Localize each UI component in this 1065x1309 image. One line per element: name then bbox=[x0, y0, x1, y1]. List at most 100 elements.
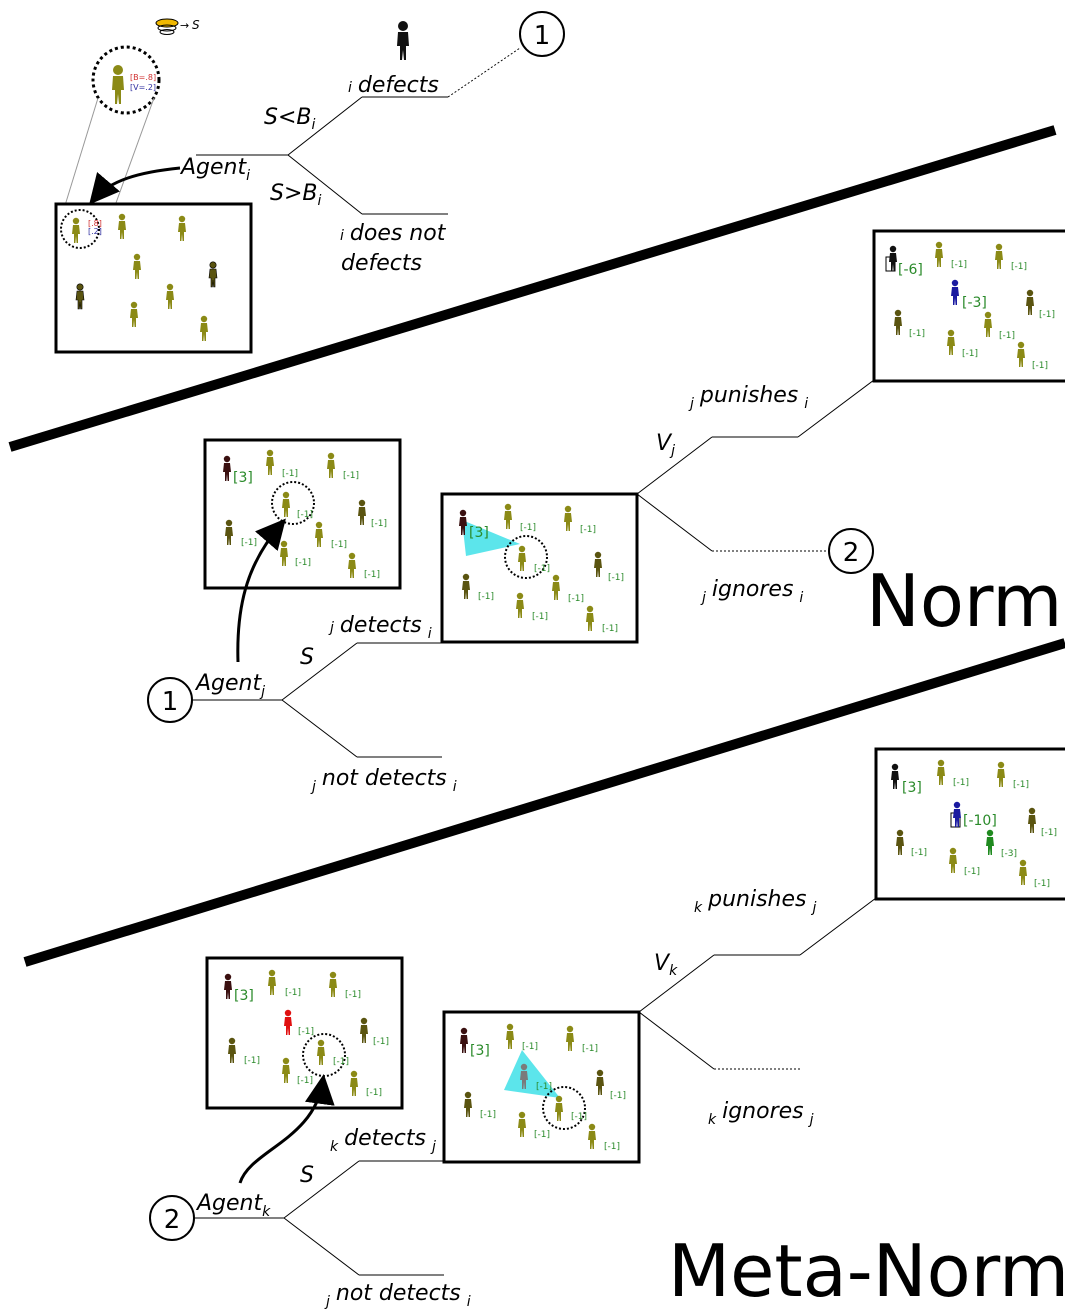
svg-text:[-1]: [-1] bbox=[343, 471, 359, 481]
seed-icon: → S bbox=[155, 18, 200, 35]
norm-c-punisher-score: [-3] bbox=[962, 295, 987, 311]
svg-text:→: → bbox=[180, 19, 189, 32]
meta-cond-v: Vk bbox=[654, 951, 678, 979]
svg-text:[-1]: [-1] bbox=[1041, 828, 1057, 838]
meta-e-scores: [-1] [-1] [-1] [-1] [-1] [-1] [-1] [-1] bbox=[480, 1042, 626, 1152]
norm-b-scores: [-1] [-1] [-1] [-1] [-1] [-1] [-1] [-1] bbox=[478, 523, 624, 634]
norm-arrow bbox=[236, 518, 286, 663]
meta-f-scores: [-1] [-1] [-1] [-1] [-3] [-1] [-1] bbox=[911, 778, 1057, 889]
not-defects-label-2: defects bbox=[341, 251, 422, 276]
svg-text:[-1]: [-1] bbox=[1011, 262, 1027, 272]
cond-lt: S<Bi bbox=[264, 105, 316, 133]
norm-tree bbox=[192, 379, 875, 758]
norm-c-scores: [-1] [-1] [-1] [-1] [-1] [-1] [-1] bbox=[909, 260, 1055, 371]
node-2-norm bbox=[828, 528, 874, 574]
svg-text:[-1]: [-1] bbox=[366, 1088, 382, 1098]
svg-text:[-1]: [-1] bbox=[333, 1057, 349, 1067]
defector-icon bbox=[397, 21, 409, 60]
norm-vision-cone bbox=[462, 520, 520, 556]
svg-text:[-1]: [-1] bbox=[297, 510, 313, 520]
svg-text:[-1]: [-1] bbox=[953, 778, 969, 788]
meta-box-initial bbox=[205, 956, 404, 1110]
svg-text:[-1]: [-1] bbox=[568, 594, 584, 604]
svg-text:[-1]: [-1] bbox=[580, 525, 596, 535]
svg-text:[-1]: [-1] bbox=[582, 1044, 598, 1054]
zoom-circle bbox=[91, 45, 161, 115]
meta-box-punish bbox=[874, 747, 1065, 901]
node-2-norm-label: 2 bbox=[843, 538, 860, 568]
top-focus-circle bbox=[60, 209, 100, 249]
norm-a-focus bbox=[271, 481, 315, 525]
svg-text:[-1]: [-1] bbox=[536, 1082, 552, 1092]
svg-text:[-1]: [-1] bbox=[241, 538, 257, 548]
norm-c-defector-score: [-6] bbox=[898, 262, 923, 278]
svg-text:[-1]: [-1] bbox=[604, 1142, 620, 1152]
svg-text:[-1]: [-1] bbox=[285, 988, 301, 998]
svg-text:[-1]: [-1] bbox=[610, 1091, 626, 1101]
norm-b-focus bbox=[504, 535, 548, 579]
top-arrow bbox=[89, 166, 181, 205]
svg-text:[-1]: [-1] bbox=[911, 848, 927, 858]
svg-text:[-1]: [-1] bbox=[951, 260, 967, 270]
norm-box-detect bbox=[440, 492, 639, 644]
separator-bottom bbox=[23, 638, 1065, 967]
svg-text:[-1]: [-1] bbox=[1013, 780, 1029, 790]
zoom-vengefulness: [V=.2] bbox=[130, 83, 156, 92]
meta-norm-title: Meta-Norm bbox=[668, 1229, 1065, 1309]
svg-text:[-1]: [-1] bbox=[602, 624, 618, 634]
agent-k-label: Agentk bbox=[195, 1191, 271, 1220]
svg-text:[-1]: [-1] bbox=[964, 867, 980, 877]
norm-cond-v: Vj bbox=[656, 431, 675, 459]
norm-a-scores: [-1] [-1] [-1] [-1] [-1] [-1] [-1] [-1] bbox=[241, 469, 387, 580]
node-1-norm-label: 1 bbox=[162, 687, 179, 717]
norm-title: Norm bbox=[866, 559, 1062, 643]
svg-text:[-1]: [-1] bbox=[534, 564, 550, 574]
svg-text:[-1]: [-1] bbox=[999, 331, 1015, 341]
norm-cond-s: S bbox=[300, 645, 314, 670]
svg-text:[-1]: [-1] bbox=[534, 1130, 550, 1140]
top-tree bbox=[196, 47, 521, 215]
norm-b-score: [3] bbox=[469, 525, 489, 541]
svg-text:[-1]: [-1] bbox=[909, 329, 925, 339]
svg-text:[-1]: [-1] bbox=[331, 540, 347, 550]
meta-tree bbox=[194, 897, 877, 1276]
svg-text:[-1]: [-1] bbox=[1032, 361, 1048, 371]
svg-text:[-3]: [-3] bbox=[1001, 849, 1017, 859]
meta-e-focus bbox=[542, 1086, 586, 1130]
separator-top bbox=[8, 125, 1057, 452]
meta-e-score: [3] bbox=[470, 1043, 490, 1059]
svg-text:[-1]: [-1] bbox=[608, 573, 624, 583]
node-2-meta-label: 2 bbox=[164, 1205, 181, 1235]
svg-text:[-1]: [-1] bbox=[298, 1027, 314, 1037]
agent-i-label: Agenti bbox=[179, 155, 250, 184]
norm-box-initial bbox=[203, 438, 402, 590]
meta-d-score: [3] bbox=[234, 988, 254, 1004]
seed-label: S bbox=[192, 18, 200, 32]
svg-text:[-1]: [-1] bbox=[295, 558, 311, 568]
svg-text:[-1]: [-1] bbox=[520, 523, 536, 533]
svg-text:[-1]: [-1] bbox=[244, 1056, 260, 1066]
svg-text:[-1]: [-1] bbox=[297, 1076, 313, 1086]
cond-gt: S>Bi bbox=[270, 181, 322, 209]
meta-vision-cone bbox=[504, 1050, 560, 1098]
svg-text:[-1]: [-1] bbox=[364, 570, 380, 580]
box-vengefulness: [.2] bbox=[88, 227, 102, 236]
svg-text:[-1]: [-1] bbox=[373, 1037, 389, 1047]
norm-a-score: [3] bbox=[233, 470, 253, 486]
svg-text:[-1]: [-1] bbox=[1034, 879, 1050, 889]
svg-text:[-1]: [-1] bbox=[480, 1110, 496, 1120]
svg-text:[-1]: [-1] bbox=[962, 349, 978, 359]
svg-text:[-1]: [-1] bbox=[345, 990, 361, 1000]
svg-text:[-1]: [-1] bbox=[282, 469, 298, 479]
top-population-box bbox=[54, 202, 253, 354]
